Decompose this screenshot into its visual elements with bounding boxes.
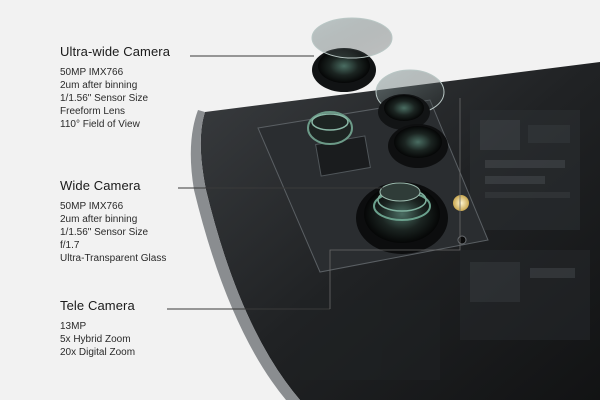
- internal-board: [300, 110, 590, 380]
- phone-edge: [190, 110, 300, 400]
- spec-line: Freeform Lens: [60, 106, 126, 117]
- spec-line: f/1.7: [60, 240, 80, 251]
- spec-line: 1/1.56" Sensor Size: [60, 227, 149, 238]
- spec-line: 1/1.56" Sensor Size: [60, 93, 149, 104]
- spec-line: 20x Digital Zoom: [60, 347, 136, 358]
- spec-line: 50MP IMX766: [60, 67, 124, 78]
- spec-line: 5x Hybrid Zoom: [60, 334, 131, 345]
- wide-camera-spec-list: 50MP IMX766 2um after binning 1/1.56" Se…: [60, 200, 166, 265]
- flash: [453, 195, 469, 211]
- wide-camera-lens: [356, 182, 448, 254]
- ultra-wide-camera-spec: Ultra-wide Camera 50MP IMX766 2um after …: [60, 44, 170, 131]
- spec-line: 2um after binning: [60, 214, 138, 225]
- tele-lens-stack: [375, 69, 448, 168]
- tele-camera-title: Tele Camera: [60, 298, 135, 313]
- spec-line: 2um after binning: [60, 80, 138, 91]
- spec-line: 13MP: [60, 321, 87, 332]
- tele-callout-frame: [329, 98, 461, 309]
- wide-camera-title: Wide Camera: [60, 178, 141, 193]
- ultra-wide-camera-title: Ultra-wide Camera: [60, 44, 171, 59]
- ultra-wide-camera-spec-list: 50MP IMX766 2um after binning 1/1.56" Se…: [60, 66, 170, 131]
- spec-line: 110° Field of View: [60, 119, 140, 130]
- tele-camera-spec-list: 13MP 5x Hybrid Zoom 20x Digital Zoom: [60, 320, 135, 359]
- spec-line: Ultra-Transparent Glass: [60, 253, 167, 264]
- tele-camera-spec: Tele Camera 13MP 5x Hybrid Zoom 20x Digi…: [60, 298, 135, 359]
- wide-camera-spec: Wide Camera 50MP IMX766 2um after binnin…: [60, 178, 166, 265]
- spec-line: 50MP IMX766: [60, 201, 124, 212]
- ultra-wide-lens-stack: [307, 17, 393, 145]
- mic-hole: [457, 235, 467, 245]
